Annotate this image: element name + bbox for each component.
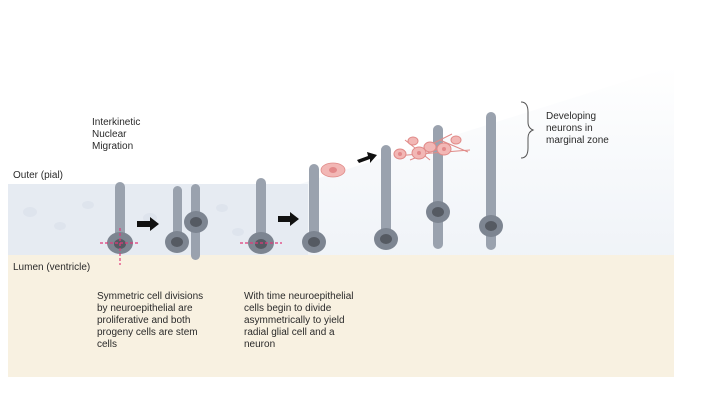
- neuron-migrating: [320, 162, 346, 178]
- radial-glia-1: [302, 164, 326, 253]
- lumen-region: [8, 255, 674, 377]
- cell-dividing-1: [100, 182, 140, 265]
- radial-glia-2: [374, 145, 398, 250]
- radial-glia-3: [426, 125, 450, 249]
- brace-icon: [520, 101, 535, 159]
- radial-glia-4: [479, 112, 503, 250]
- cell-dividing-2: [240, 178, 282, 254]
- marginal-zone-neurons: [393, 133, 471, 161]
- outer-pial-label: Outer (pial): [13, 170, 64, 181]
- developing-neurons-label: Developing neurons in marginal zone: [546, 111, 609, 146]
- lumen-label: Lumen (ventricle): [13, 262, 91, 273]
- progeny-pair-1: [165, 184, 208, 260]
- arrow-right-icon: [278, 212, 299, 226]
- interkinetic-label: Interkinetic Nuclear Migration: [92, 117, 141, 152]
- symmetric-division-text: Symmetric cell divisions by neuroepithel…: [97, 291, 204, 350]
- arrow-right-icon: [137, 217, 159, 231]
- arrow-right-icon: [357, 152, 377, 163]
- asymmetric-division-text: With time neuroepithelial cells begin to…: [244, 291, 354, 350]
